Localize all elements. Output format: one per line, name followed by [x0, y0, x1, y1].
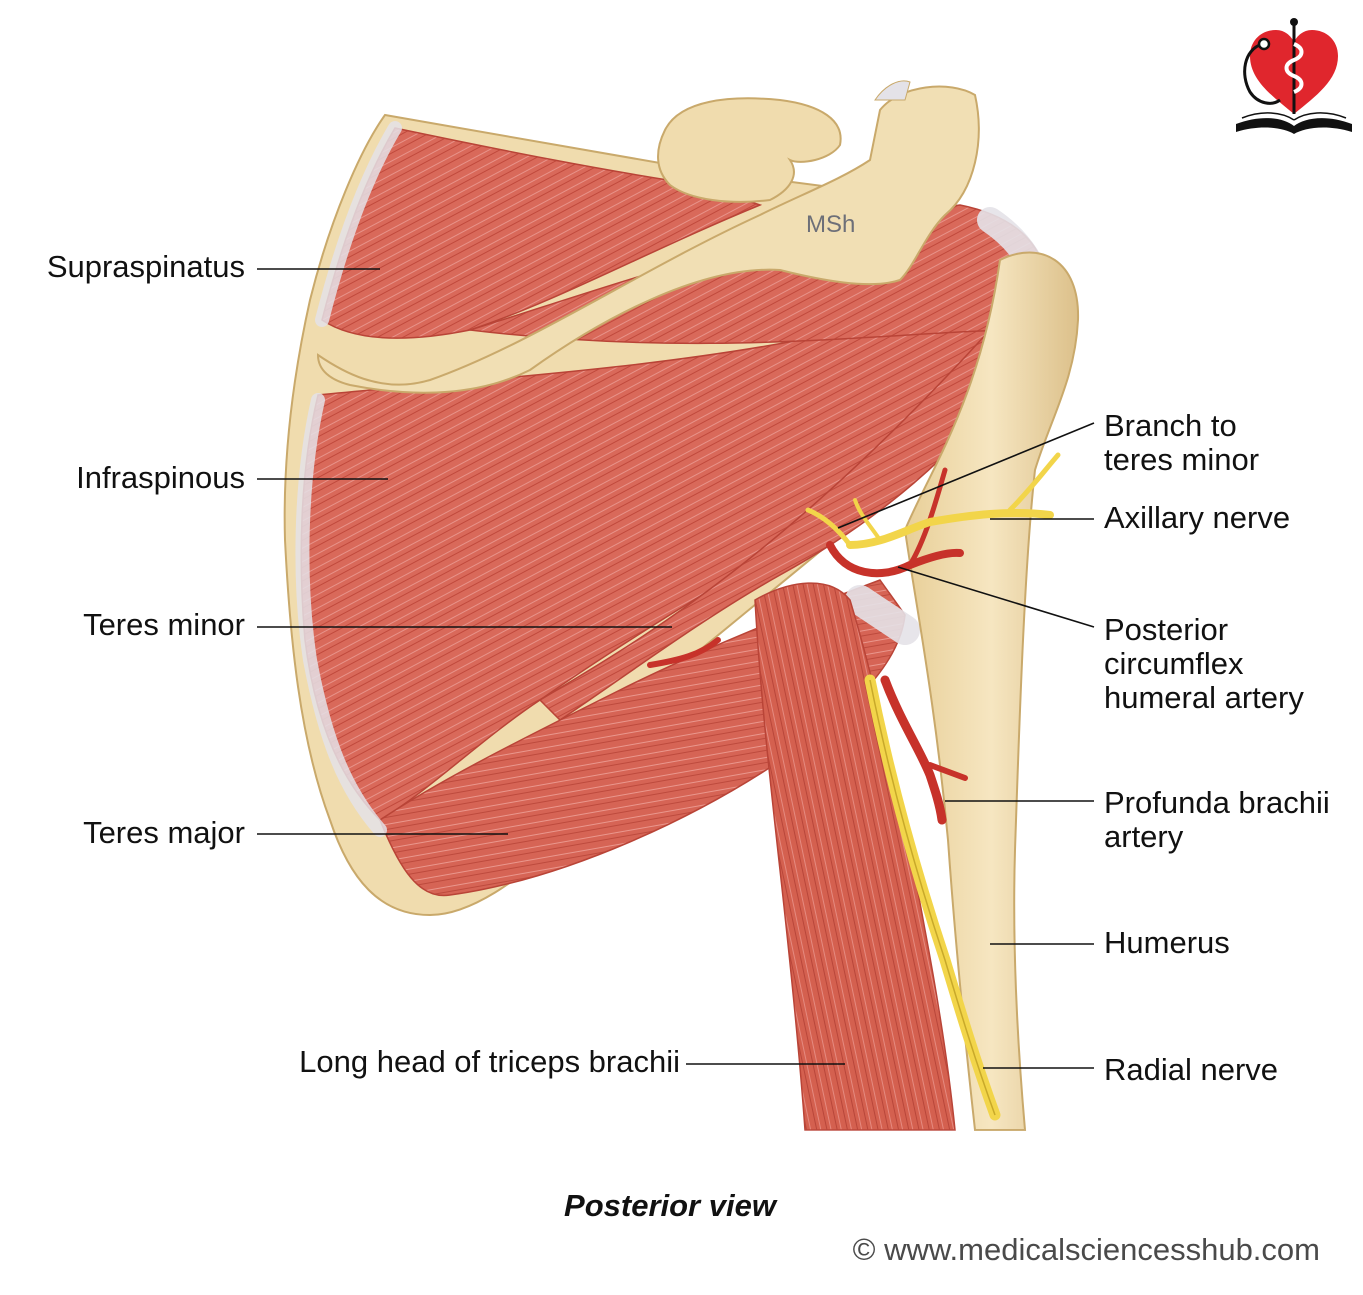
coracoid-process	[657, 97, 842, 203]
label-line: circumflex	[1104, 646, 1244, 681]
tendon-edge	[295, 393, 387, 837]
label-teres-minor: Teres minor	[83, 607, 245, 642]
label-humerus: Humerus	[1104, 925, 1230, 960]
posterior-circumflex-artery	[826, 541, 964, 578]
label-line: Branch to	[1104, 408, 1237, 443]
label-long-head-triceps: Long head of triceps brachii	[299, 1044, 680, 1079]
label-radial-nerve: Radial nerve	[1104, 1052, 1279, 1087]
scapular-spine	[316, 85, 980, 394]
label-line: humeral artery	[1104, 680, 1304, 715]
leader-branch-teres-minor	[837, 422, 1095, 529]
credit-text: © www.medicalsciencesshub.com	[852, 1232, 1320, 1267]
tendon-edge	[845, 585, 920, 645]
label-teres-major: Teres major	[83, 815, 245, 850]
label-axillary-nerve: Axillary nerve	[1104, 500, 1291, 535]
profunda-brachii-artery	[880, 675, 947, 825]
label-infraspinous: Infraspinous	[76, 460, 245, 495]
branch-to-teres-minor-nerve	[805, 507, 853, 548]
label-line: artery	[1104, 819, 1184, 854]
label-line: teres minor	[1104, 442, 1260, 477]
label-posterior-circumflex: Posterior circumflex humeral artery	[1104, 613, 1304, 715]
label-profunda-brachii: Profunda brachii artery	[1104, 786, 1330, 854]
watermark-text: MSh	[806, 211, 856, 238]
heart-stethoscope-book-logo	[1236, 18, 1352, 134]
label-supraspinatus: Supraspinatus	[46, 249, 245, 284]
label-line: Profunda brachii	[1104, 785, 1330, 820]
triceps-long-head-muscle	[754, 582, 956, 1131]
label-line: Posterior	[1104, 612, 1229, 647]
leader-posterior-circumflex	[897, 566, 1095, 628]
label-branch-to-teres-minor: Branch to teres minor	[1104, 409, 1259, 477]
tendon-edge	[315, 121, 402, 327]
figure-caption: Posterior view	[564, 1188, 776, 1223]
